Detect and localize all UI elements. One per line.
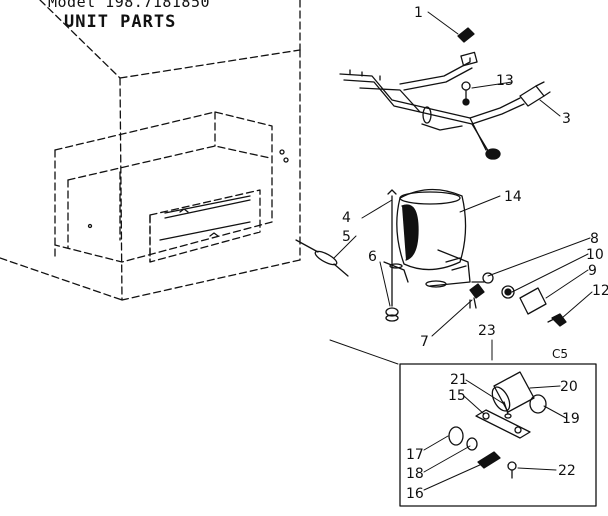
callout-13: 13 xyxy=(496,73,514,89)
callout-16: 16 xyxy=(406,486,424,502)
part-10-cap xyxy=(501,285,515,299)
part-21-screw xyxy=(503,401,512,419)
part-1-clip xyxy=(457,27,475,43)
callout-14: 14 xyxy=(504,189,522,205)
inset-label: C5 xyxy=(552,347,569,361)
callout-1: 1 xyxy=(414,5,423,21)
callout-18: 18 xyxy=(406,466,424,482)
compressor xyxy=(383,188,471,288)
callout-9: 9 xyxy=(588,263,597,279)
callout-12: 12 xyxy=(592,283,608,299)
part-4-tube xyxy=(387,189,397,307)
section-title: UNIT PARTS xyxy=(64,12,177,32)
part-19-cap xyxy=(529,394,547,414)
part-13-screw xyxy=(461,81,471,106)
part-6-grommet xyxy=(385,307,399,322)
part-12-clip xyxy=(547,313,567,327)
part-9-cover xyxy=(519,287,547,315)
part-17-bushing xyxy=(448,426,464,446)
cabinet-outline xyxy=(0,0,301,301)
part-18-plug xyxy=(466,437,478,451)
leader-lines xyxy=(329,11,593,491)
callout-6: 6 xyxy=(368,249,377,265)
callout-23: 23 xyxy=(478,323,496,339)
callout-20: 20 xyxy=(560,379,578,395)
part-22-screw xyxy=(507,461,517,479)
part-8-overload xyxy=(471,272,494,284)
callout-7: 7 xyxy=(420,334,429,350)
callout-5: 5 xyxy=(342,229,351,245)
callout-10: 10 xyxy=(586,247,604,263)
cabinet-details xyxy=(87,149,289,241)
part-20-capacitor xyxy=(491,371,535,413)
callout-22: 22 xyxy=(558,463,576,479)
model-number: Model 198.7181850 xyxy=(48,0,211,11)
callout-19: 19 xyxy=(562,411,580,427)
part-16-plate xyxy=(477,451,501,469)
inset-box xyxy=(399,363,597,507)
callout-4: 4 xyxy=(342,210,351,226)
callout-3: 3 xyxy=(562,111,571,127)
callout-8: 8 xyxy=(590,231,599,247)
callout-15: 15 xyxy=(448,388,466,404)
part-5-filter-drier xyxy=(295,239,349,277)
part-15-bracket xyxy=(475,409,531,439)
wiring-harness xyxy=(339,51,551,160)
part-7-relay xyxy=(469,283,485,309)
callout-21: 21 xyxy=(450,372,468,388)
callout-17: 17 xyxy=(406,447,424,463)
